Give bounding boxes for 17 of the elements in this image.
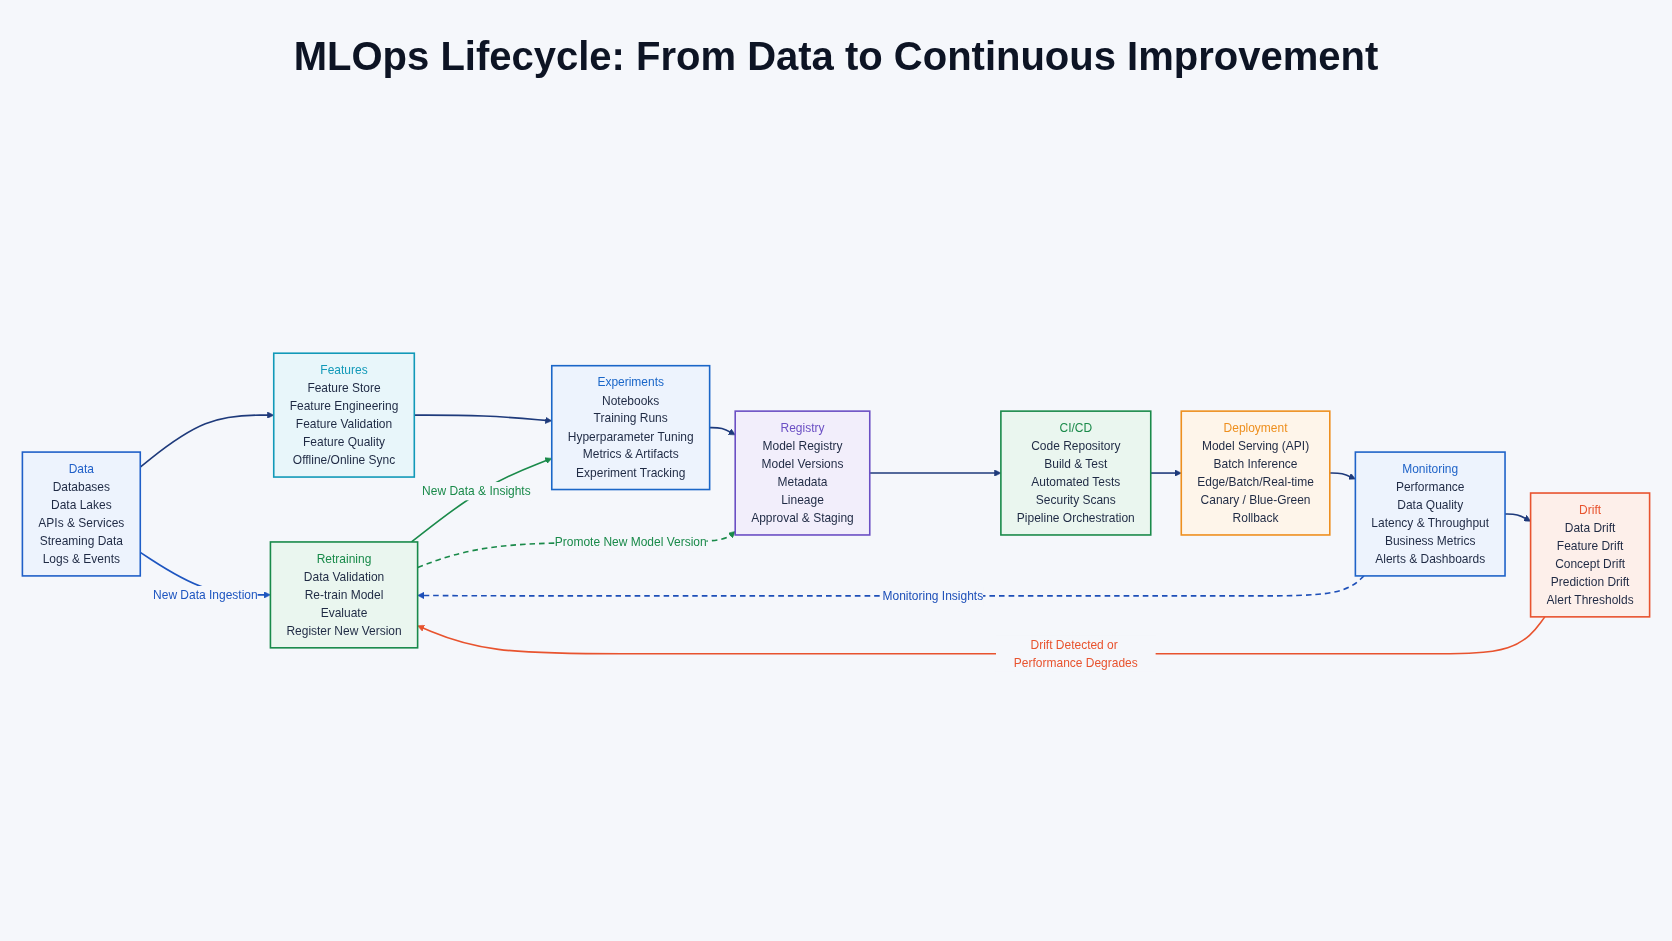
edge-label: New Data & Insights [422,483,531,498]
arrow [417,575,1365,599]
edge-label: Drift Detected or Performance Degrades [1013,637,1138,669]
node-box: Experiments Notebooks Training Runs Hyperparameter Tuning Metrics & Artifacts Experiment Tracking [550,364,711,491]
edge-label: Monitoring Insights [882,588,984,603]
node-box: Retraining Data Validation Re-train Model Evaluate Register New Version [269,541,419,649]
node-box: CI/CD Code Repository Build & Test Automated Tests Security Scans Pipeline Orchestration [1000,410,1152,536]
node-box: Registry Model Registry Model Versions Metadata Lineage Approval & Staging [734,410,871,536]
node-box: Features Feature Store Feature Engineering Feature Validation Feature Quality Offline/Online Sync [272,352,416,478]
node-box: Data Databases Data Lakes APIs & Services Streaming Data Logs & Events [21,451,142,577]
title: MLOps Lifecycle: From Data to Continuous Improvement [293,34,1379,79]
node-box: Drift Data Drift Feature Drift Concept Drift Prediction Drift Alert Thresholds [1529,492,1651,618]
edge-label: Promote New Model Version [554,535,707,549]
arrow [1329,472,1356,480]
edge-label: New Data Ingestion [153,587,258,602]
node-box: Deployment Model Serving (API) Batch Inference Edge/Batch/Real-time Canary / Blue-Green Rollback [1180,410,1331,536]
node-box: Monitoring Performance Data Quality Latency & Throughput Business Metrics Alerts & Dashboards [1354,451,1506,577]
